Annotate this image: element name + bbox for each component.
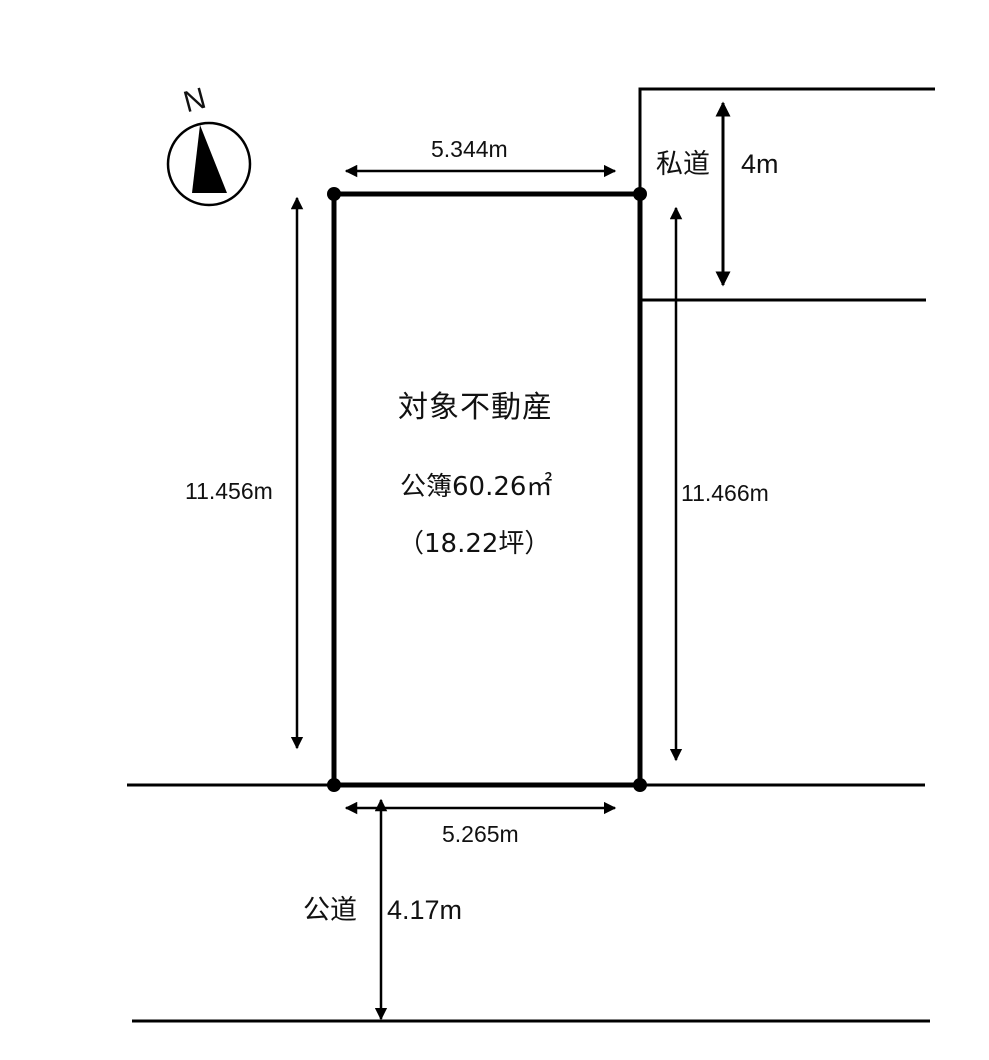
private-road-width: 4m — [741, 149, 779, 179]
property-title: 対象不動産 — [398, 390, 553, 425]
right-dimension: 11.466m — [681, 480, 769, 506]
public-road-label: 公道 — [303, 895, 357, 926]
public-road-lines — [127, 783, 930, 1023]
private-road-label: 私道 — [656, 149, 710, 180]
registered-area: 公簿60.26㎡ — [400, 472, 553, 502]
tsubo-area: （18.22坪） — [398, 529, 551, 559]
lot-boundary — [327, 187, 647, 792]
private-road-lines — [638, 87, 935, 302]
top-dimension: 5.344m — [431, 136, 508, 162]
north-arrow-icon — [166, 121, 252, 207]
public-road-width: 4.17m — [387, 895, 463, 925]
dimension-arrows — [290, 164, 683, 815]
bottom-dimension: 5.265m — [442, 821, 519, 847]
left-dimension: 11.456m — [185, 478, 273, 504]
